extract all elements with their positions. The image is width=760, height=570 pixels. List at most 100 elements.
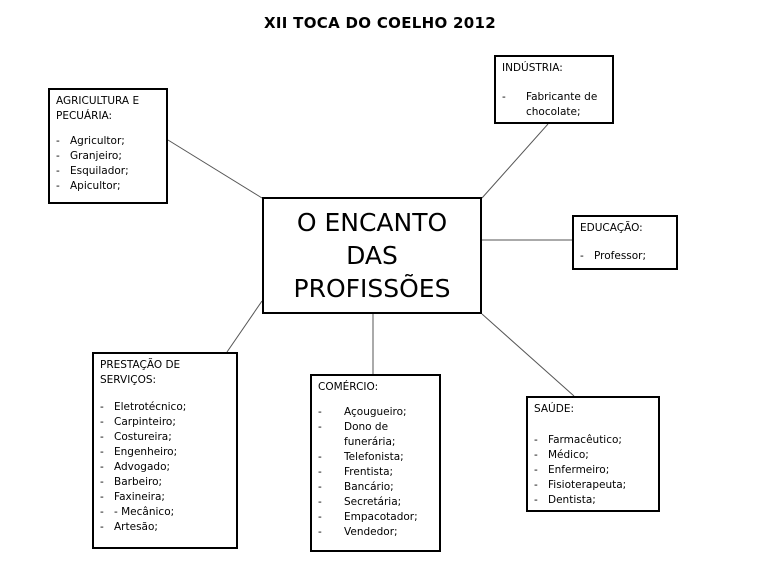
profession-item: -Secretária; <box>318 495 433 510</box>
connector-agricultura <box>167 139 263 199</box>
profession-item: -Carpinteiro; <box>100 415 230 430</box>
central-topic-line-3: PROFISSÕES <box>293 274 451 303</box>
profession-label: Enfermeiro; <box>548 464 610 476</box>
profession-item: - Bancário; <box>318 480 433 495</box>
bullet-dash: - <box>318 511 322 523</box>
bullet-dash: - <box>56 180 60 192</box>
profession-label: Telefonista; <box>344 451 404 463</box>
profession-item: -Artesão; <box>100 520 230 535</box>
profession-item: -Faxineira; <box>100 490 230 505</box>
box-heading-line: SAÚDE: <box>534 403 574 415</box>
profession-label: Artesão; <box>114 521 158 533</box>
profession-label: Apicultor; <box>70 180 121 192</box>
bullet-dash: - <box>318 526 322 538</box>
profession-label: Empacotador; <box>344 511 418 523</box>
profession-label: - Mecânico; <box>114 506 175 518</box>
profession-label: Faxineira; <box>114 491 165 503</box>
profession-item: - Fabricante de chocolate; <box>502 90 606 120</box>
profession-item: -Médico; <box>534 448 652 463</box>
profession-label: Fabricante de chocolate; <box>526 91 598 118</box>
profession-list: -Professor; <box>580 249 670 264</box>
profession-item: -Advogado; <box>100 460 230 475</box>
bullet-dash: - <box>100 431 104 443</box>
profession-label: Barbeiro; <box>114 476 163 488</box>
bullet-dash: - <box>318 406 322 418</box>
connector-saude <box>481 313 575 397</box>
profession-label: Engenheiro; <box>114 446 178 458</box>
bullet-dash: - <box>56 150 60 162</box>
profession-item: -Apicultor; <box>56 179 160 194</box>
bullet-dash: - <box>100 446 104 458</box>
profession-list: -Eletrotécnico;-Carpinteiro;-Costureira;… <box>100 400 230 535</box>
profession-label: Fisioterapeuta; <box>548 479 627 491</box>
box-heading-line: COMÉRCIO: <box>318 381 379 393</box>
bullet-dash: - <box>100 476 104 488</box>
bullet-dash: - <box>534 479 538 491</box>
connector-prestacao <box>226 300 263 353</box>
diagram-title: XII TOCA DO COELHO 2012 <box>264 14 496 32</box>
profession-item: - Empacotador; <box>318 510 433 525</box>
bullet-dash: - <box>534 434 538 446</box>
profession-label: Granjeiro; <box>70 150 122 162</box>
bullet-dash: - <box>534 449 538 461</box>
profession-label: Dono de funerária; <box>344 421 396 448</box>
profession-list: -Farmacêutico;-Médico;-Enfermeiro;-Fisio… <box>534 433 652 508</box>
box-heading-line: PRESTAÇÃO DE <box>100 359 181 371</box>
profession-label: Vendedor; <box>344 526 398 538</box>
profession-label: Médico; <box>548 449 589 461</box>
profession-label: Costureira; <box>114 431 172 443</box>
profession-item: -Dono de funerária; <box>318 420 433 450</box>
central-topic-line-2: DAS <box>346 241 398 270</box>
bullet-dash: - <box>502 91 506 103</box>
profession-label: Agricultor; <box>70 135 125 147</box>
bullet-dash: - <box>56 135 60 147</box>
box-heading-line: SERVIÇOS: <box>100 374 157 386</box>
bullet-dash: - <box>534 464 538 476</box>
profession-label: Eletrotécnico; <box>114 401 187 413</box>
profession-item: -Agricultor; <box>56 134 160 149</box>
profession-item: -Granjeiro; <box>56 149 160 164</box>
bullet-dash: - <box>100 506 104 518</box>
profession-item: -Farmacêutico; <box>534 433 652 448</box>
profession-label: Carpinteiro; <box>114 416 176 428</box>
bullet-dash: - <box>100 461 104 473</box>
profession-label: Professor; <box>594 250 647 262</box>
profession-item: -Eletrotécnico; <box>100 400 230 415</box>
bullet-dash: - <box>534 494 538 506</box>
profession-label: Dentista; <box>548 494 596 506</box>
box-heading-line: INDÚSTRIA: <box>502 62 563 74</box>
bullet-dash: - <box>100 521 104 533</box>
profession-item: -Fisioterapeuta; <box>534 478 652 493</box>
profession-item: -Dentista; <box>534 493 652 508</box>
profession-label: Frentista; <box>344 466 394 478</box>
profession-label: Esquilador; <box>70 165 129 177</box>
central-topic-box: O ENCANTO DAS PROFISSÕES <box>262 197 482 314</box>
profession-list: - Fabricante de chocolate; <box>502 90 606 120</box>
profession-label: Advogado; <box>114 461 171 473</box>
box-heading-line: AGRICULTURA E <box>56 95 140 107</box>
profession-item: -- Mecânico; <box>100 505 230 520</box>
profession-label: Farmacêutico; <box>548 434 622 446</box>
box-heading-line: PECUÁRIA: <box>56 110 113 122</box>
industria-box: INDÚSTRIA: - Fabricante de chocolate; <box>494 55 614 124</box>
profession-label: Bancário; <box>344 481 394 493</box>
bullet-dash: - <box>56 165 60 177</box>
profession-item: -Esquilador; <box>56 164 160 179</box>
profession-label: Açougueiro; <box>344 406 407 418</box>
central-topic-line-1: O ENCANTO <box>296 208 448 237</box>
profession-item: - Vendedor; <box>318 525 433 540</box>
profession-item: - Frentista; <box>318 465 433 480</box>
educacao-box: EDUCAÇÃO: -Professor; <box>572 215 678 270</box>
profession-item: -Barbeiro; <box>100 475 230 490</box>
connector-industria <box>481 123 549 199</box>
bullet-dash: - <box>100 491 104 503</box>
box-heading-line: EDUCAÇÃO: <box>580 222 643 234</box>
profession-item: -Costureira; <box>100 430 230 445</box>
profession-label: Secretária; <box>344 496 402 508</box>
saude-box: SAÚDE:-Farmacêutico;-Médico;-Enfermeiro;… <box>526 396 660 512</box>
bullet-dash: - <box>318 466 322 478</box>
bullet-dash: - <box>580 250 584 262</box>
profession-item: -Enfermeiro; <box>534 463 652 478</box>
bullet-dash: - <box>318 481 322 493</box>
